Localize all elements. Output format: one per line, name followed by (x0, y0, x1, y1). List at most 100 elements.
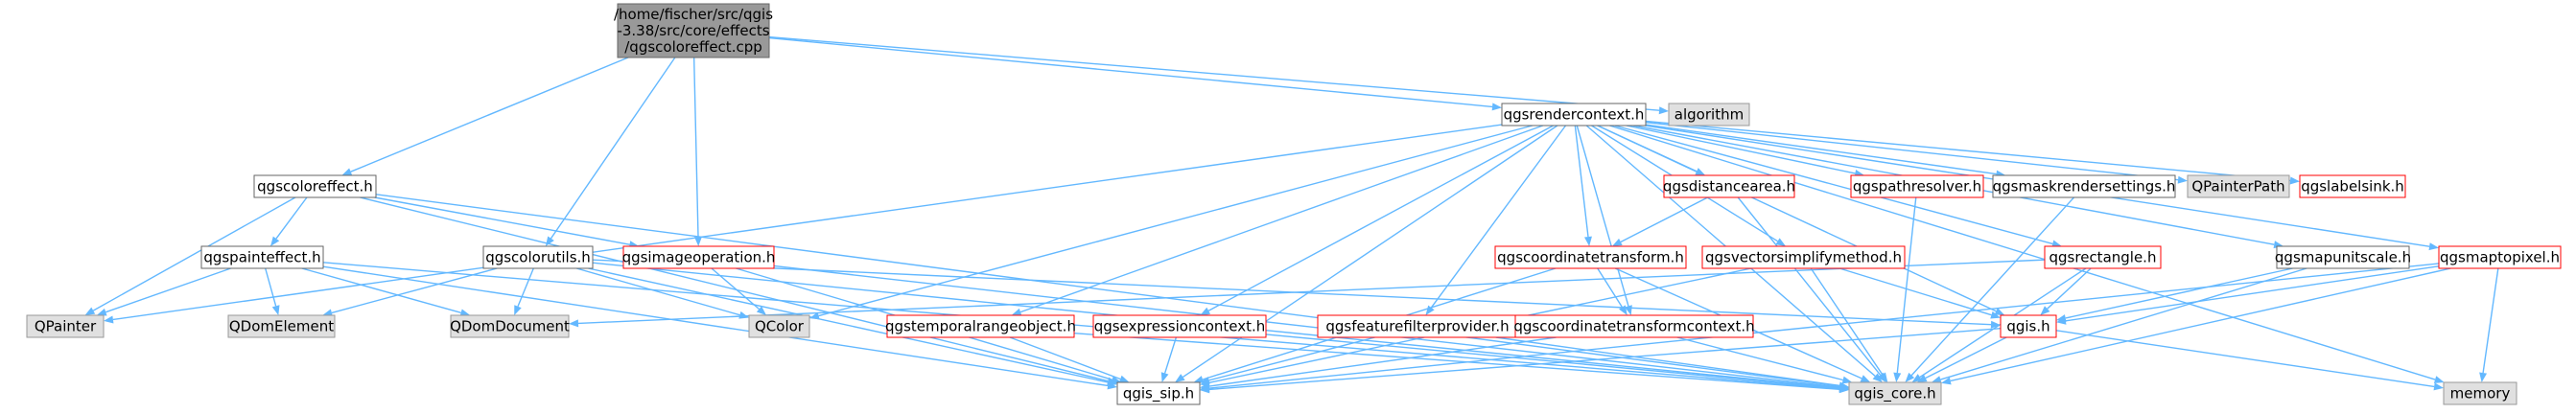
node-qgsdistancearea[interactable]: qgsdistancearea.h (1663, 174, 1795, 198)
node-box (1992, 174, 2176, 198)
node-box (1668, 103, 1750, 126)
node-label: /home/fischer/src/qgis (614, 6, 773, 23)
node-qgsvectorsimplifymethod[interactable]: qgsvectorsimplifymethod.h (1701, 245, 1906, 269)
node-label: qgsmaskrendersettings.h (1993, 178, 2176, 196)
node-box (617, 3, 770, 58)
node-label: qgsmaptopixel.h (2440, 249, 2560, 266)
edge-qgis-to-qgis_sip (1200, 328, 2002, 394)
node-label: memory (2450, 385, 2511, 402)
edge-qgsmapunitscale-to-qgis (2056, 267, 2293, 322)
edge-qgsrendercontext-to-qcolor (809, 125, 1534, 320)
node-qgslabelsink[interactable]: qgslabelsink.h (2299, 174, 2406, 198)
node-box (1092, 314, 1267, 338)
node-qgis[interactable]: qgis.h (2000, 314, 2057, 338)
node-qgspathresolver[interactable]: qgspathresolver.h (1850, 174, 1984, 198)
edge-qgsrectangle-to-qgis_core (1911, 267, 2087, 382)
node-label: /qgscoloreffect.cpp (624, 38, 762, 56)
edge-qgsfeaturefilterprovider-to-qgis_sip (1200, 336, 1375, 384)
edge-qgscolorutils-to-qdomelement (322, 267, 498, 317)
node-box (2438, 245, 2562, 269)
node-box (1494, 245, 1687, 269)
edge-qgstemporalrangeobject-to-qgis_sip (1009, 336, 1130, 383)
node-box (1848, 381, 1942, 405)
node-box (2276, 245, 2410, 269)
node-box (200, 245, 324, 269)
node-qgsexpressioncontext[interactable]: qgsexpressioncontext.h (1092, 314, 1267, 338)
node-label: qgscoordinatetransformcontext.h (1513, 318, 1754, 335)
edge-qgspainteffect-to-qdomdocument (301, 267, 471, 317)
node-qgscoordinatetransform[interactable]: qgscoordinatetransform.h (1494, 245, 1687, 269)
node-memory: memory (2443, 381, 2517, 405)
node-box (450, 314, 570, 338)
node-qgscolorutils[interactable]: qgscolorutils.h (482, 245, 594, 269)
edge-qgsvectorsimplifymethod-to-qgis_core (1810, 267, 1888, 382)
node-qpainter: QPainter (26, 314, 105, 338)
edge-qgsrendercontext-to-qgslabelsink (1645, 120, 2300, 185)
node-box (2187, 174, 2290, 198)
edge-qgscoloreffect-to-qpainter (84, 196, 296, 315)
node-qgis_core: qgis_core.h (1848, 381, 1942, 405)
node-label: qgsmapunitscale.h (2275, 249, 2411, 266)
node-qgscoloreffect[interactable]: qgscoloreffect.h (253, 174, 377, 198)
node-label: QPainter (35, 318, 97, 335)
node-box (2443, 381, 2517, 405)
edge-qgis-to-qgis_core (1916, 336, 2007, 382)
node-algorithm: algorithm (1668, 103, 1750, 126)
node-label: qgsdistancearea.h (1663, 178, 1795, 196)
node-label: qgsfeaturefilterprovider.h (1325, 318, 1509, 335)
node-qgspainteffect[interactable]: qgspainteffect.h (200, 245, 324, 269)
node-root[interactable]: /home/fischer/src/qgis-3.38/src/core/eff… (614, 3, 773, 58)
node-box (2000, 314, 2057, 338)
node-qdomelement: QDomElement (227, 314, 336, 338)
node-qgis_sip[interactable]: qgis_sip.h (1116, 381, 1201, 405)
node-label: qgis.h (2006, 318, 2049, 335)
node-qgstemporalrangeobject[interactable]: qgstemporalrangeobject.h (885, 314, 1076, 338)
edge-qgsrendercontext-to-qgscoordinatetransform (1574, 125, 1592, 246)
node-qgsmaptopixel[interactable]: qgsmaptopixel.h (2438, 245, 2562, 269)
node-qgsmapunitscale[interactable]: qgsmapunitscale.h (2275, 245, 2411, 269)
node-label: QDomElement (229, 318, 334, 335)
edge-qgsimageoperation-to-qcolor (711, 267, 767, 315)
edge-qgscoloreffect-to-qgis_core (375, 194, 1849, 390)
edge-qgsrendercontext-to-qgsrectangle (1614, 125, 2062, 248)
node-qgsrectangle[interactable]: qgsrectangle.h (2044, 245, 2162, 269)
edge-qgsrendercontext-to-memory (1609, 125, 2445, 383)
node-box (1501, 103, 1647, 126)
node-qdomdocument: QDomDocument (450, 314, 570, 338)
node-label: QPainterPath (2191, 178, 2284, 196)
edge-qgsrendercontext-to-qgsfeaturefilterprovider (1425, 125, 1567, 315)
node-label: qgstemporalrangeobject.h (885, 318, 1076, 335)
edge-root-to-algorithm (768, 35, 1669, 115)
node-label: qgis_core.h (1854, 385, 1935, 403)
edge-qgsmaskrendersettings-to-qgis_core (1905, 196, 2075, 382)
node-qgsrendercontext[interactable]: qgsrendercontext.h (1501, 103, 1647, 126)
edge-qgsrendercontext-to-qgscoordinatetransformcontext (1576, 125, 1632, 315)
edge-qgsfeaturefilterprovider-to-qgis_core (1495, 336, 1849, 390)
node-box (227, 314, 336, 338)
edge-qgsrendercontext-to-qgis (1597, 125, 2005, 315)
edge-qgspathresolver-to-qgis_core (1893, 196, 1917, 382)
node-box (2299, 174, 2406, 198)
node-qgsimageoperation[interactable]: qgsimageoperation.h (622, 245, 776, 269)
node-qgsfeaturefilterprovider[interactable]: qgsfeaturefilterprovider.h (1317, 314, 1518, 338)
edge-root-to-qgscoloreffect (341, 57, 629, 175)
edge-root-to-qgsrendercontext (768, 36, 1502, 111)
node-label: qgsrendercontext.h (1504, 106, 1645, 124)
edge-qgsrectangle-to-qgis (2040, 267, 2092, 315)
node-label: algorithm (1674, 106, 1744, 124)
node-qpainterpath: QPainterPath (2187, 174, 2290, 198)
node-label: qgslabelsink.h (2301, 178, 2404, 196)
edge-qgscoloreffect-to-qgsimageoperation (374, 196, 640, 249)
node-qgsmaskrendersettings[interactable]: qgsmaskrendersettings.h (1992, 174, 2176, 198)
node-box (26, 314, 105, 338)
edge-qgsmaptopixel-to-qgis_core (1941, 267, 2451, 385)
graph-edges (84, 35, 2499, 394)
node-qgscoordinatetransformcontext[interactable]: qgscoordinatetransformcontext.h (1513, 314, 1755, 338)
node-label: -3.38/src/core/effects (617, 22, 769, 39)
edge-qgsexpressioncontext-to-qgis_sip (1160, 336, 1178, 382)
node-box (1514, 314, 1754, 338)
edge-qgsmaptopixel-to-memory (2479, 267, 2499, 382)
node-label: QColor (755, 318, 805, 335)
edge-qgsdistancearea-to-qgscoordinatetransform (1611, 196, 1708, 246)
